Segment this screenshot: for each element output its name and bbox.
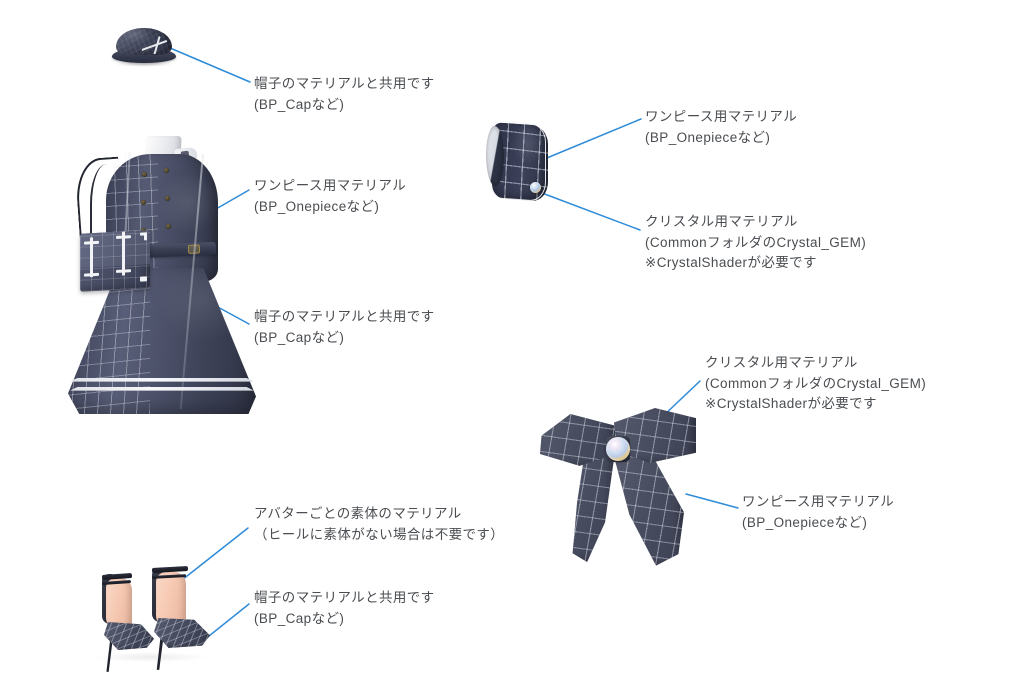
- hat-ground-shadow: [115, 61, 173, 67]
- dress-belt-bag: [80, 230, 150, 292]
- bow-crystal-gem: [606, 437, 630, 461]
- shoe-left-ankle-strap: [101, 572, 133, 581]
- shoe-right: [138, 562, 210, 662]
- shoe-right-body-skin: [156, 572, 186, 626]
- cuff-opening-rim: [486, 125, 504, 187]
- dress-hem-stripes: [62, 374, 262, 414]
- annotation-shoes-cap-material: 帽子のマテリアルと共用です (BP_Capなど): [254, 588, 435, 629]
- object-hat: [112, 28, 178, 68]
- object-cuff: [486, 120, 560, 206]
- annotation-line: (CommonフォルダのCrystal_GEM): [705, 375, 927, 391]
- annotation-line: (CommonフォルダのCrystal_GEM): [645, 234, 867, 250]
- annotation-cuff-onepiece-material: ワンピース用マテリアル (BP_Onepieceなど): [645, 107, 797, 148]
- annotation-line: (BP_Capなど): [254, 96, 345, 112]
- annotation-hat-cap-material: 帽子のマテリアルと共用です (BP_Capなど): [254, 74, 435, 115]
- annotation-line: ※CrystalShaderが必要です: [645, 255, 817, 270]
- cuff-crystal-gem: [530, 182, 541, 193]
- dress-shoulder-strap-inner: [90, 164, 120, 264]
- hat-stripe: [142, 34, 168, 54]
- annotation-line: ※CrystalShaderが必要です: [705, 396, 877, 411]
- bow-tail-right-plaid: [614, 452, 684, 566]
- annotation-line: ワンピース用マテリアル: [742, 494, 895, 509]
- shoe-left: [92, 570, 154, 666]
- annotation-line: (BP_Onepieceなど): [254, 198, 380, 214]
- annotation-shoes-body-material: アバターごとの素体のマテリアル （ヒールに素体がない場合は不要です）: [254, 504, 504, 545]
- annotation-line: クリスタル用マテリアル: [645, 214, 798, 229]
- bow-tail-left-plaid: [572, 452, 614, 562]
- object-shoes: [88, 556, 218, 666]
- annotation-dress-cap-material: 帽子のマテリアルと共用です (BP_Capなど): [254, 307, 435, 348]
- annotation-line: ワンピース用マテリアル: [254, 178, 407, 193]
- annotation-line: ワンピース用マテリアル: [645, 109, 798, 124]
- annotation-line: （ヒールに素体がない場合は不要です）: [254, 526, 505, 542]
- annotation-line: アバターごとの素体のマテリアル: [254, 506, 462, 521]
- annotation-bow-onepiece-material: ワンピース用マテリアル (BP_Onepieceなど): [742, 492, 894, 533]
- annotation-line: 帽子のマテリアルと共用です: [254, 590, 435, 605]
- shoe-left-body-skin: [106, 578, 132, 628]
- annotation-line: (BP_Capなど): [254, 329, 345, 345]
- bow-tail-right: [614, 452, 684, 566]
- shoes-ground-shadow: [94, 652, 208, 662]
- annotation-line: 帽子のマテリアルと共用です: [254, 76, 435, 91]
- annotation-cuff-crystal-material: クリスタル用マテリアル (CommonフォルダのCrystal_GEM) ※Cr…: [645, 212, 866, 274]
- annotation-line: (BP_Capなど): [254, 610, 345, 626]
- annotation-line: 帽子のマテリアルと共用です: [254, 309, 435, 324]
- shoe-right-ankle-strap: [151, 566, 189, 573]
- annotation-line: (BP_Onepieceなど): [742, 514, 868, 530]
- annotation-line: (BP_Onepieceなど): [645, 129, 771, 145]
- annotation-bow-crystal-material: クリスタル用マテリアル (CommonフォルダのCrystal_GEM) ※Cr…: [705, 353, 926, 415]
- object-bow: [536, 400, 714, 566]
- bow-tail-left: [572, 452, 614, 562]
- annotation-line: クリスタル用マテリアル: [705, 355, 858, 370]
- annotation-dress-onepiece-material: ワンピース用マテリアル (BP_Onepieceなど): [254, 176, 406, 217]
- object-dress: [62, 130, 262, 420]
